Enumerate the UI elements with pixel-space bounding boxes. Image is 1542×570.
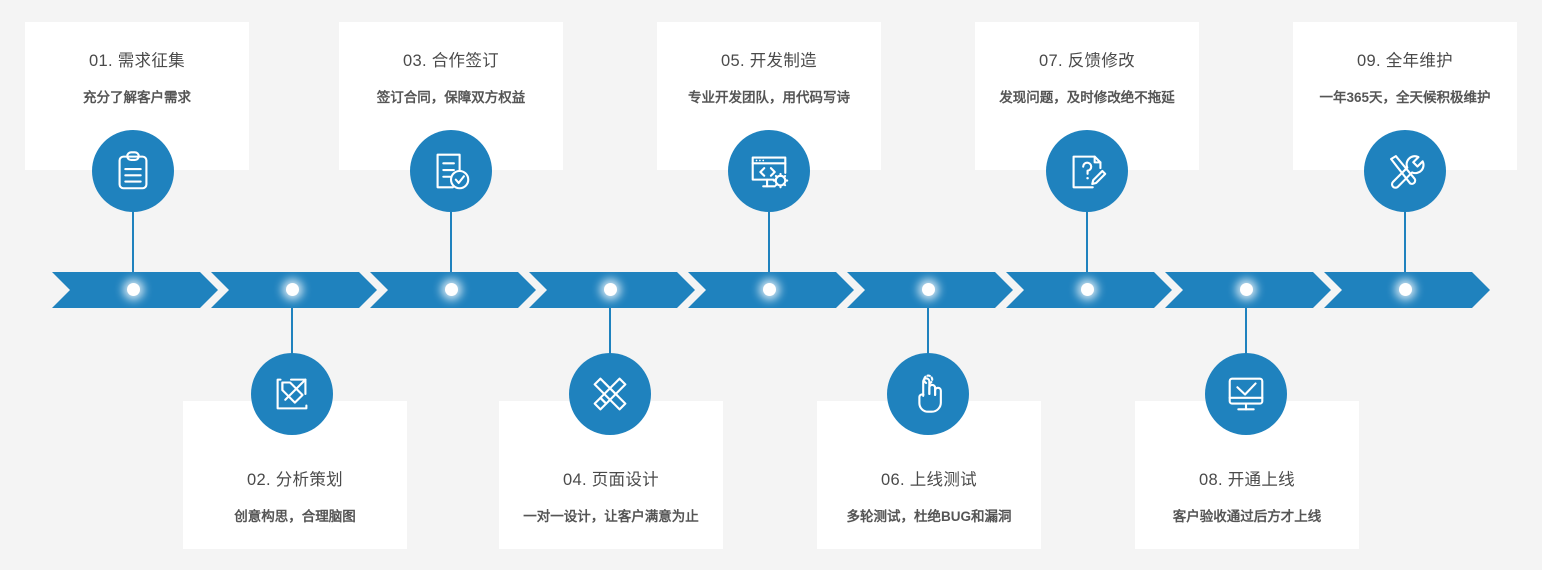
connector-line-1	[132, 212, 134, 284]
connector-line-6	[927, 296, 929, 356]
question-edit-icon	[1072, 155, 1107, 189]
connector-line-9	[1404, 212, 1406, 284]
step-desc-4: 一对一设计，让客户满意为止	[523, 508, 699, 524]
connector-line-5	[768, 212, 770, 284]
step-card-5[interactable]: 05. 开发制造 专业开发团队，用代码写诗	[657, 22, 881, 170]
timeline-node-8[interactable]	[1239, 283, 1253, 296]
wrench-screwdriver-icon	[1390, 155, 1425, 189]
connector-line-3	[450, 212, 452, 284]
connector-line-7	[1086, 212, 1088, 284]
timeline-node-4[interactable]	[603, 283, 617, 296]
connector-line-2	[291, 296, 293, 356]
step-title-9: 09. 全年维护	[1357, 52, 1453, 70]
step-desc-3: 签订合同，保障双方权益	[376, 89, 526, 105]
timeline-node-1[interactable]	[126, 283, 140, 296]
timeline-node-6[interactable]	[921, 283, 935, 296]
step-title-1: 01. 需求征集	[89, 52, 185, 70]
step-icon-circle-2[interactable]	[251, 353, 333, 435]
step-icon-circle-6[interactable]	[887, 353, 969, 435]
step-desc-9: 一年365天，全天候积极维护	[1319, 89, 1491, 105]
code-monitor-gear-icon	[751, 156, 789, 189]
timeline-node-7[interactable]	[1080, 283, 1094, 296]
step-title-2: 02. 分析策划	[247, 471, 343, 489]
step-title-3: 03. 合作签订	[403, 52, 499, 70]
timeline-node-3[interactable]	[444, 283, 458, 296]
step-desc-8: 客户验收通过后方才上线	[1172, 508, 1322, 524]
step-title-6: 06. 上线测试	[881, 471, 977, 489]
pencil-arrow-icon	[276, 378, 308, 410]
step-title-5: 05. 开发制造	[721, 52, 817, 70]
connector-line-8	[1245, 296, 1247, 356]
step-desc-1: 充分了解客户需求	[83, 89, 191, 105]
step-icon-circle-1[interactable]	[92, 130, 174, 212]
step-icon-circle-8[interactable]	[1205, 353, 1287, 435]
timeline-node-2[interactable]	[285, 283, 299, 296]
step-desc-2: 创意构思，合理脑图	[234, 508, 356, 524]
connector-line-4	[609, 296, 611, 356]
step-title-8: 08. 开通上线	[1199, 471, 1295, 489]
step-desc-5: 专业开发团队，用代码写诗	[688, 89, 850, 105]
pencil-ruler-icon	[593, 377, 627, 411]
step-icon-circle-9[interactable]	[1364, 130, 1446, 212]
step-title-4: 04. 页面设计	[563, 471, 659, 489]
click-hand-icon	[918, 374, 942, 413]
step-icon-circle-4[interactable]	[569, 353, 651, 435]
step-title-7: 07. 反馈修改	[1039, 52, 1135, 70]
step-icon-circle-5[interactable]	[728, 130, 810, 212]
step-desc-7: 发现问题，及时修改绝不拖延	[999, 89, 1175, 105]
monitor-check-icon	[1228, 377, 1264, 411]
contract-check-icon	[436, 153, 470, 190]
timeline-node-5[interactable]	[762, 283, 776, 296]
step-icon-circle-7[interactable]	[1046, 130, 1128, 212]
step-desc-6: 多轮测试，杜绝BUG和漏洞	[846, 508, 1012, 524]
clipboard-icon	[118, 151, 148, 190]
timeline-node-9[interactable]	[1398, 283, 1412, 296]
step-icon-circle-3[interactable]	[410, 130, 492, 212]
